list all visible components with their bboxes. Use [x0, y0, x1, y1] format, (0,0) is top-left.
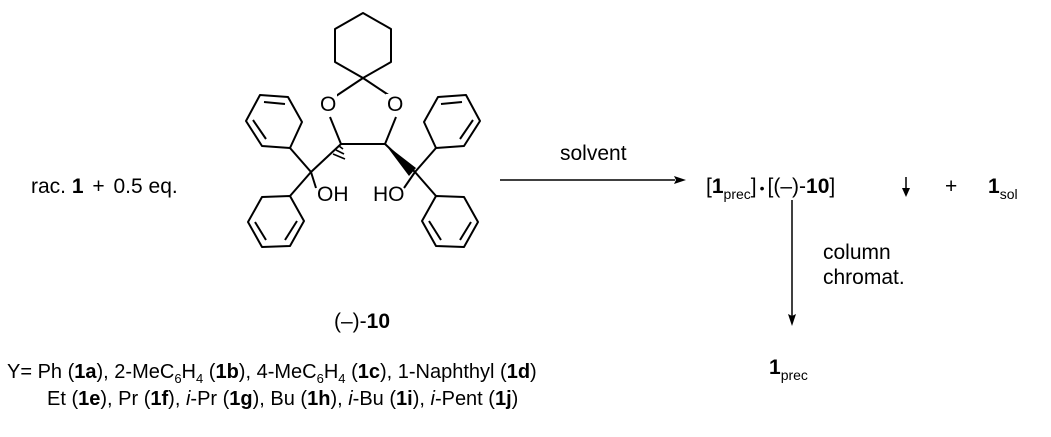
bracket-open-10: [(–)- — [767, 175, 807, 198]
column-arrow — [788, 200, 796, 326]
legend-segment: ), Pr ( — [100, 388, 151, 410]
reactant-label: rac. 1 + 0.5 eq. — [31, 176, 178, 197]
legend-segment: 1j — [494, 388, 512, 410]
legend-segment: Y= Ph ( — [7, 361, 75, 383]
final-product: 1prec — [769, 357, 808, 382]
plus-sign: + — [92, 175, 105, 198]
phenyl-ring-left-upper — [245, 94, 303, 149]
legend-segment: 1i — [396, 388, 413, 410]
legend-segment: H — [323, 361, 339, 383]
phenyl-ring-left-lower — [247, 195, 305, 248]
precipitate-complex: [1prec]•[(–)-10] — [706, 176, 835, 201]
compound-1-label: 1 — [71, 175, 84, 198]
legend-segment: Et ( — [47, 388, 79, 410]
legend-segment: -Pr ( — [190, 388, 230, 410]
legend-segment: ), — [412, 388, 431, 410]
hydroxyl-left: OH — [317, 183, 349, 206]
adduct-dot: • — [759, 180, 765, 196]
oxygen-atom-right: O — [386, 93, 405, 116]
oxygen-atom-left: O — [319, 93, 338, 116]
legend-segment: ), Bu ( — [252, 388, 308, 410]
rac-text: rac. — [31, 175, 67, 198]
legend-segment: 1e — [78, 388, 101, 410]
bracket-close-10: ] — [829, 175, 836, 198]
compound-1-sol: 1 — [988, 175, 1000, 198]
legend-segment: 6 — [174, 371, 182, 386]
legend-segment: H — [181, 361, 196, 383]
legend-segment: 6 — [316, 371, 324, 386]
legend-segment: ), 1-Naphthyl ( — [379, 361, 507, 383]
wedge-bond — [385, 144, 416, 176]
final-compound-number: 1 — [769, 356, 781, 379]
legend-segment: ) — [511, 388, 519, 410]
legend-segment: 1g — [229, 388, 253, 410]
substituent-legend-line-2: Et (1e), Pr (1f), i-Pr (1g), Bu (1h), i-… — [47, 389, 518, 409]
legend-segment: i — [185, 388, 191, 410]
legend-segment: ), 2-MeC — [96, 361, 175, 383]
legend-segment: ) — [530, 361, 537, 383]
legend-segment: 1b — [215, 361, 239, 383]
bracket-close: ] — [750, 175, 757, 198]
legend-segment: ), 4-MeC — [238, 361, 317, 383]
legend-segment: ), — [330, 388, 349, 410]
soluble-enantiomer: 1sol — [988, 176, 1018, 201]
sol-subscript: sol — [999, 186, 1018, 202]
plus-sign-products: + — [945, 175, 958, 198]
bracket-open: [ — [706, 175, 712, 198]
legend-segment: ( — [203, 361, 216, 383]
legend-segment: -Pent ( — [434, 388, 495, 410]
equivalents-text: 0.5 eq. — [113, 175, 178, 198]
legend-segment: ), — [168, 388, 186, 410]
legend-segment: i — [430, 388, 435, 410]
cyclohexane-ring — [334, 12, 392, 79]
compound-10-in-complex: 10 — [806, 175, 830, 198]
legend-segment: 4 — [338, 371, 346, 386]
hydroxyl-right: HO — [373, 183, 405, 206]
compound-1-prec: 1 — [711, 175, 724, 198]
precipitate-arrow-icon — [902, 177, 910, 197]
legend-segment: 1h — [307, 388, 331, 410]
legend-segment: 1c — [357, 361, 380, 383]
legend-segment: 1a — [74, 361, 97, 383]
compound-10-number: 10 — [366, 310, 391, 333]
column-label: column — [823, 241, 891, 264]
compound-10-label: (–)-10 — [334, 311, 390, 332]
solvent-label: solvent — [560, 142, 627, 165]
phenyl-ring-right-lower — [421, 195, 479, 248]
stereo-prefix: (–)- — [334, 310, 367, 333]
phenyl-ring-right-upper — [423, 94, 481, 149]
prec-subscript: prec — [723, 186, 751, 202]
reaction-arrow — [500, 176, 686, 184]
legend-segment: 4 — [196, 371, 204, 386]
legend-segment: ( — [345, 361, 358, 383]
legend-segment: 1d — [506, 361, 531, 383]
legend-segment: 1f — [150, 388, 169, 410]
legend-segment: -Bu ( — [352, 388, 397, 410]
chromat-label: chromat. — [823, 266, 905, 289]
substituent-legend-line-1: Y= Ph (1a), 2-MeC6H4 (1b), 4-MeC6H4 (1c)… — [7, 362, 537, 385]
final-prec-subscript: prec — [780, 367, 808, 383]
legend-segment: i — [348, 388, 353, 410]
